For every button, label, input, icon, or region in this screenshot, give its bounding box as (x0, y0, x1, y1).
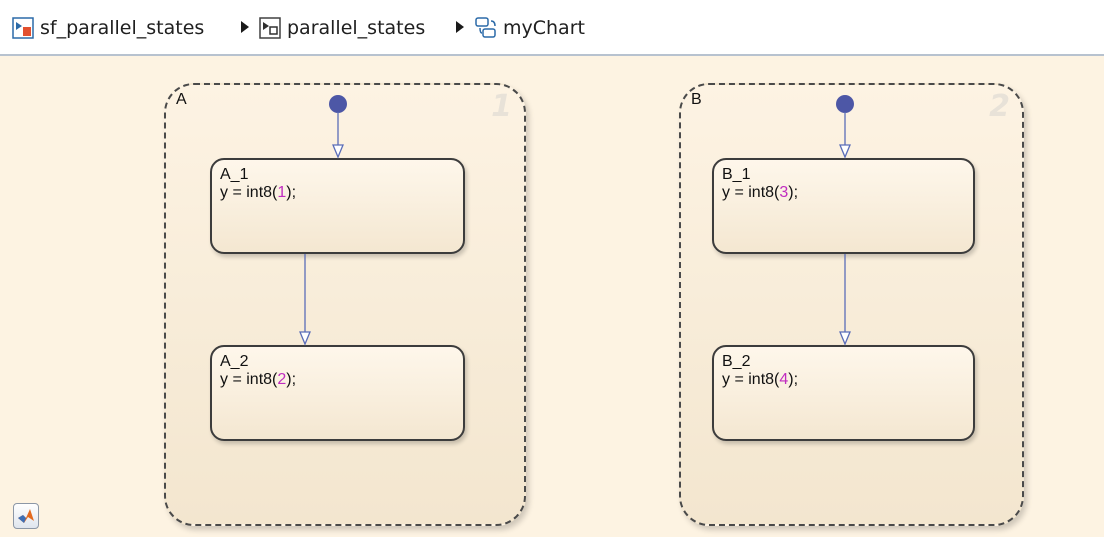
breadcrumb-item-chart[interactable]: myChart (475, 14, 585, 42)
default-transition-dot[interactable] (329, 95, 347, 113)
state-a1[interactable]: A_1 y = int8(1); (210, 158, 465, 254)
transition-arrowhead-icon (299, 331, 311, 346)
matlab-logo-icon (18, 509, 34, 523)
state-name: B_2 (722, 353, 751, 370)
explorer-bar-button[interactable] (13, 503, 39, 529)
breadcrumb-item-subsystem[interactable]: parallel_states (259, 14, 425, 42)
breadcrumb-bar: sf_parallel_states parallel_states myCha… (0, 0, 1104, 56)
state-b2[interactable]: B_2 y = int8(4); (712, 345, 975, 441)
breadcrumb-label: parallel_states (287, 17, 426, 39)
state-label: A (176, 91, 187, 108)
state-label: B (691, 91, 702, 108)
state-a2[interactable]: A_2 y = int8(2); (210, 345, 465, 441)
transition-arrowhead-icon (332, 144, 344, 159)
state-name: B_1 (722, 166, 751, 183)
transitions-layer (299, 95, 854, 346)
stateflow-chart-icon (475, 17, 496, 38)
superstate-a[interactable]: A 1 (164, 83, 526, 526)
default-transition-dot[interactable] (836, 95, 854, 113)
state-action: y = int8(4); (722, 371, 799, 388)
state-b1[interactable]: B_1 y = int8(3); (712, 158, 975, 254)
literal-number: 2 (277, 371, 287, 388)
breadcrumb-item-model[interactable]: sf_parallel_states (12, 14, 204, 42)
transition-arrowhead-icon (839, 144, 851, 159)
literal-number: 3 (779, 184, 789, 201)
breadcrumb-arrow-icon (241, 21, 249, 33)
superstate-b[interactable]: B 2 (679, 83, 1024, 526)
chart-canvas[interactable]: A 1 A_1 y = int8(1); A_2 y = int8(2); B … (0, 56, 1104, 537)
state-action: y = int8(3); (722, 184, 799, 201)
literal-number: 4 (779, 371, 789, 388)
simulink-model-icon (12, 17, 34, 39)
state-action: y = int8(2); (220, 371, 297, 388)
execution-order-label: 1 (491, 89, 512, 124)
breadcrumb-arrow-icon (456, 21, 464, 33)
breadcrumb-label: myChart (503, 17, 585, 39)
execution-order-label: 2 (989, 89, 1010, 124)
literal-number: 1 (277, 184, 287, 201)
breadcrumb-label: sf_parallel_states (40, 17, 205, 39)
state-name: A_2 (220, 353, 249, 370)
state-action: y = int8(1); (220, 184, 297, 201)
subsystem-block-icon (259, 17, 281, 39)
transition-arrowhead-icon (839, 331, 851, 346)
state-name: A_1 (220, 166, 249, 183)
